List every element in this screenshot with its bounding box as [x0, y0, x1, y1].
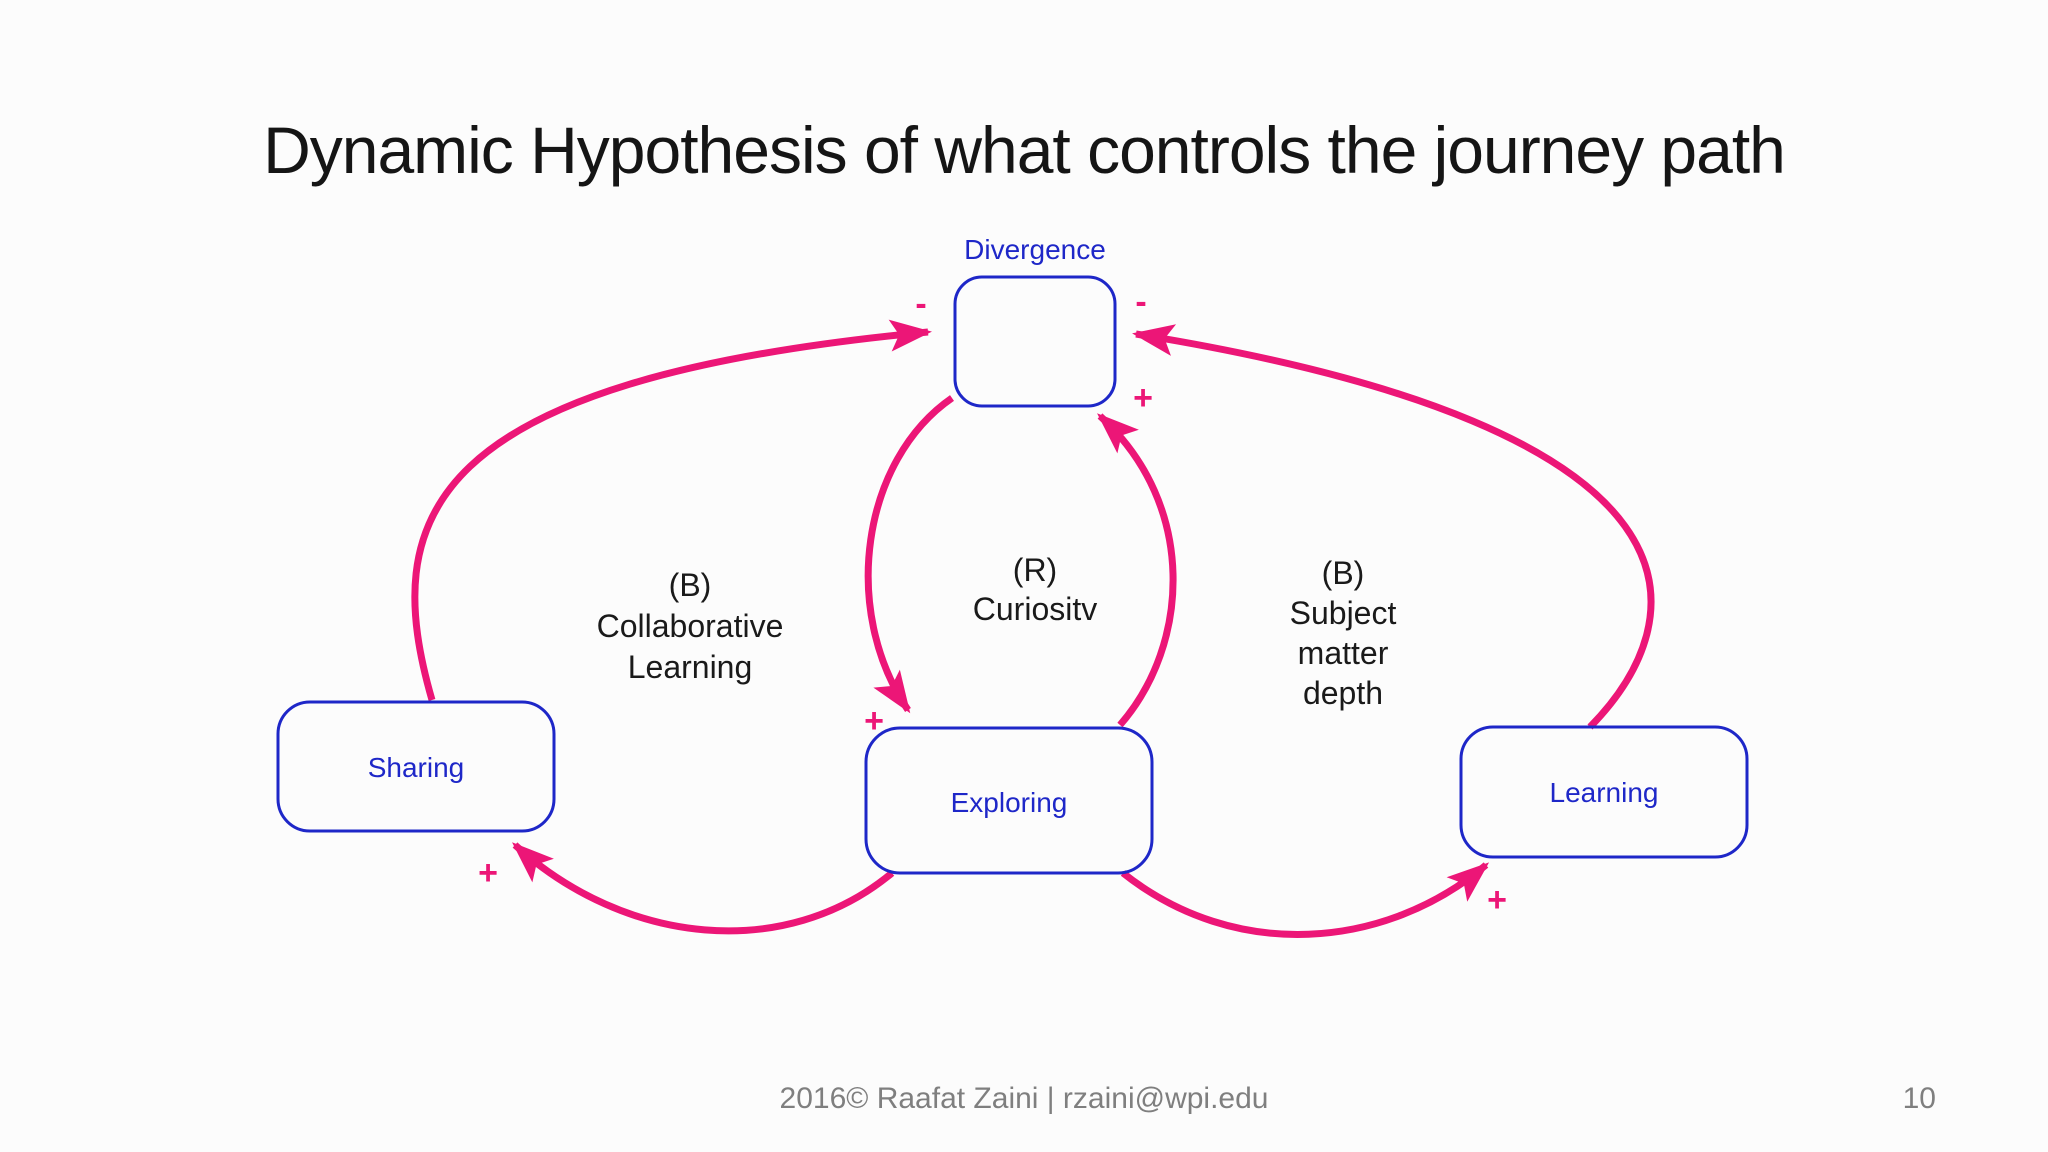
- link-sharing-to-divergence: [411, 319, 932, 701]
- polarity-sharing-to-divergence: -: [915, 285, 926, 323]
- slide-title: Dynamic Hypothesis of what controls the …: [263, 113, 1786, 187]
- link-exploring-to-learning: [1120, 862, 1490, 938]
- loop-collaborative-learning-line3: Learning: [628, 649, 753, 685]
- link-divergence-to-exploring: [864, 395, 954, 714]
- polarity-exploring-to-learning: +: [1487, 881, 1507, 919]
- node-box-exploring: [864, 726, 1154, 875]
- node-label-sharing: Sharing: [368, 752, 465, 783]
- footer-credit: 2016© Raafat Zaini | rzaini@wpi.edu: [779, 1082, 1269, 1115]
- loop-label-curiosity: (R) Curiositv: [973, 552, 1097, 627]
- node-label-learning: Learning: [1550, 777, 1659, 808]
- loop-curiosity-line2: Curiositv: [973, 591, 1097, 627]
- link-learning-to-divergence: [1132, 324, 1655, 730]
- node-label-divergence: Divergence: [964, 234, 1106, 265]
- node-box-sharing: [276, 700, 556, 833]
- polarity-exploring-to-sharing: +: [478, 854, 498, 892]
- loop-subject-matter-depth-line1: (B): [1322, 555, 1365, 591]
- link-exploring-to-sharing: [512, 842, 895, 935]
- link-exploring-to-divergence: [1097, 413, 1177, 728]
- node-box-divergence: [953, 275, 1117, 408]
- loop-curiosity-line1: (R): [1013, 552, 1057, 588]
- loop-subject-matter-depth-line2: Subject: [1290, 595, 1397, 631]
- node-box-learning: [1459, 725, 1749, 859]
- polarity-divergence-to-exploring: +: [864, 702, 884, 740]
- node-label-exploring: Exploring: [951, 787, 1068, 818]
- polarity-exploring-to-divergence: +: [1133, 379, 1153, 417]
- polarity-learning-to-divergence: -: [1135, 283, 1146, 321]
- loop-subject-matter-depth-line3: matter: [1298, 635, 1389, 671]
- loop-collaborative-learning-line2: Collaborative: [597, 608, 784, 644]
- page-number: 10: [1902, 1082, 1936, 1115]
- loop-label-subject-matter-depth: (B) Subject matter depth: [1290, 555, 1397, 711]
- loop-subject-matter-depth-line4: depth: [1303, 675, 1383, 711]
- loop-label-collaborative-learning: (B) Collaborative Learning: [597, 567, 784, 685]
- loop-collaborative-learning-line1: (B): [669, 567, 712, 603]
